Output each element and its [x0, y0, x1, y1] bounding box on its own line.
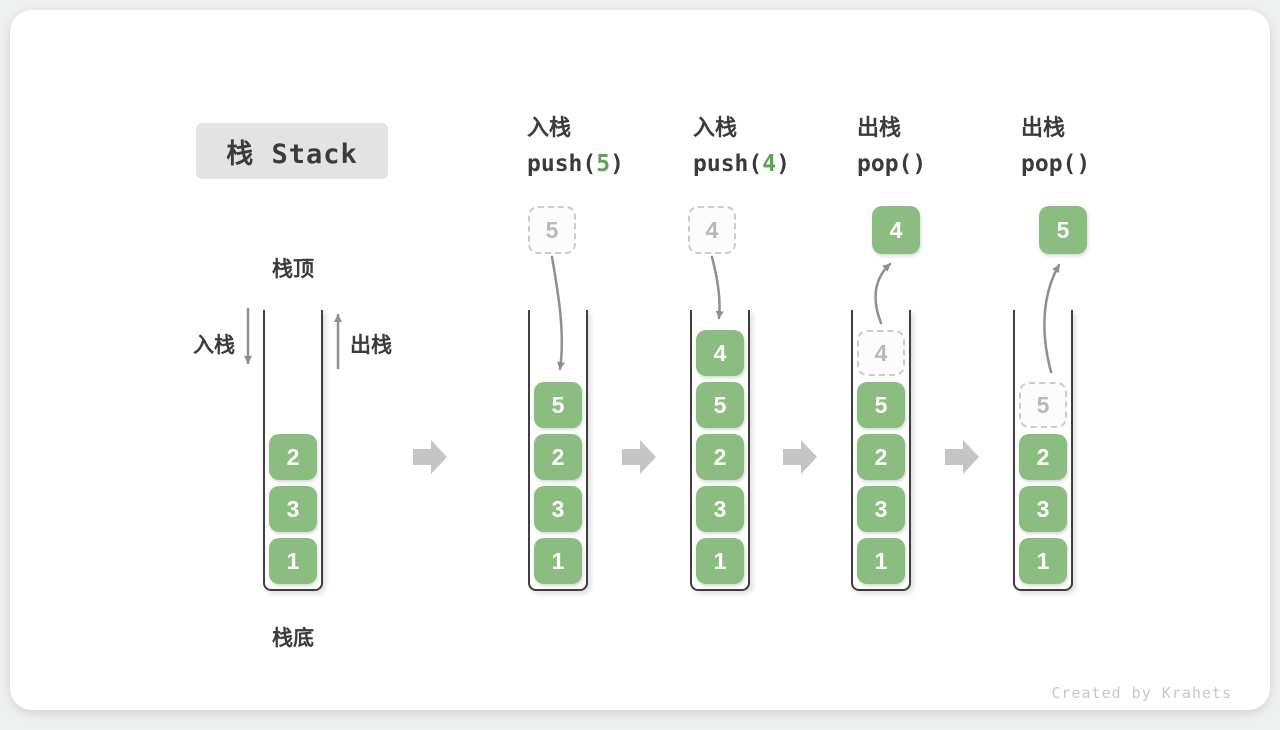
stack-block: 2: [1019, 434, 1067, 480]
popped-value: 4: [889, 216, 903, 243]
op-cjk-label: 入栈: [527, 115, 572, 140]
step-arrow-icon: [945, 440, 979, 474]
incoming-value: 5: [545, 216, 559, 243]
stack-block: 1: [534, 538, 582, 584]
stack-block: 3: [696, 486, 744, 532]
step-arrow-icon: [622, 440, 656, 474]
push-motion-arrow-icon: [710, 255, 724, 320]
stack-block: 2: [857, 434, 905, 480]
stack-block: 3: [1019, 486, 1067, 532]
op-code-label: pop(): [1021, 150, 1171, 178]
stack-block: 2: [269, 434, 317, 480]
code-pre: pop(): [857, 151, 927, 177]
ghost-block: 5: [1019, 382, 1067, 428]
stack-block: 3: [857, 486, 905, 532]
op-cjk-label: 入栈: [693, 115, 738, 140]
stack-block: 2: [696, 434, 744, 480]
stack-block: 4: [696, 330, 744, 376]
op-label-pop-5: 出栈 pop(): [1021, 114, 1171, 178]
popped-value: 5: [1056, 216, 1070, 243]
op-code-label: pop(): [857, 150, 1007, 178]
code-post: ): [776, 151, 790, 177]
step-arrow-icon: [783, 440, 817, 474]
code-pre: push(: [527, 151, 597, 177]
stack-block: 5: [696, 382, 744, 428]
op-label-push-5: 入栈 push(5): [527, 114, 677, 178]
stack-bottom-label: 栈底: [272, 627, 314, 650]
code-pre: push(: [693, 151, 763, 177]
stack-block: 2: [534, 434, 582, 480]
code-pre: pop(): [1021, 151, 1091, 177]
op-cjk-label: 出栈: [857, 115, 902, 140]
stack-block: 1: [857, 538, 905, 584]
op-label-pop-4: 出栈 pop(): [857, 114, 1007, 178]
op-cjk-label: 出栈: [1021, 115, 1066, 140]
stack-top-label: 栈顶: [272, 258, 314, 281]
push-in-label: 入栈: [193, 334, 235, 357]
page-title: 栈 Stack: [226, 138, 358, 170]
ghost-block: 4: [857, 330, 905, 376]
stack-block: 5: [857, 382, 905, 428]
stack-block: 5: [534, 382, 582, 428]
incoming-value: 4: [705, 216, 719, 243]
stack-block: 3: [269, 486, 317, 532]
diagram-card: 栈 Stack 入栈 push(5) 入栈 push(4) 出栈 pop() 出…: [10, 10, 1270, 710]
stack-block: 1: [269, 538, 317, 584]
code-post: ): [610, 151, 624, 177]
watermark: Created by Krahets: [1051, 684, 1232, 702]
code-arg: 4: [762, 151, 777, 177]
stack-block: 1: [1019, 538, 1067, 584]
popped-value-box: 5: [1039, 206, 1087, 254]
incoming-value-box: 4: [688, 206, 736, 254]
popped-value-box: 4: [872, 206, 920, 254]
op-code-label: push(4): [693, 150, 843, 178]
step-arrow-icon: [413, 440, 447, 474]
code-arg: 5: [596, 151, 611, 177]
title-box: 栈 Stack: [196, 123, 388, 179]
stack-block: 1: [696, 538, 744, 584]
pop-out-label: 出栈: [350, 334, 392, 357]
stack-block: 3: [534, 486, 582, 532]
op-code-label: push(5): [527, 150, 677, 178]
op-label-push-4: 入栈 push(4): [693, 114, 843, 178]
incoming-value-box: 5: [528, 206, 576, 254]
